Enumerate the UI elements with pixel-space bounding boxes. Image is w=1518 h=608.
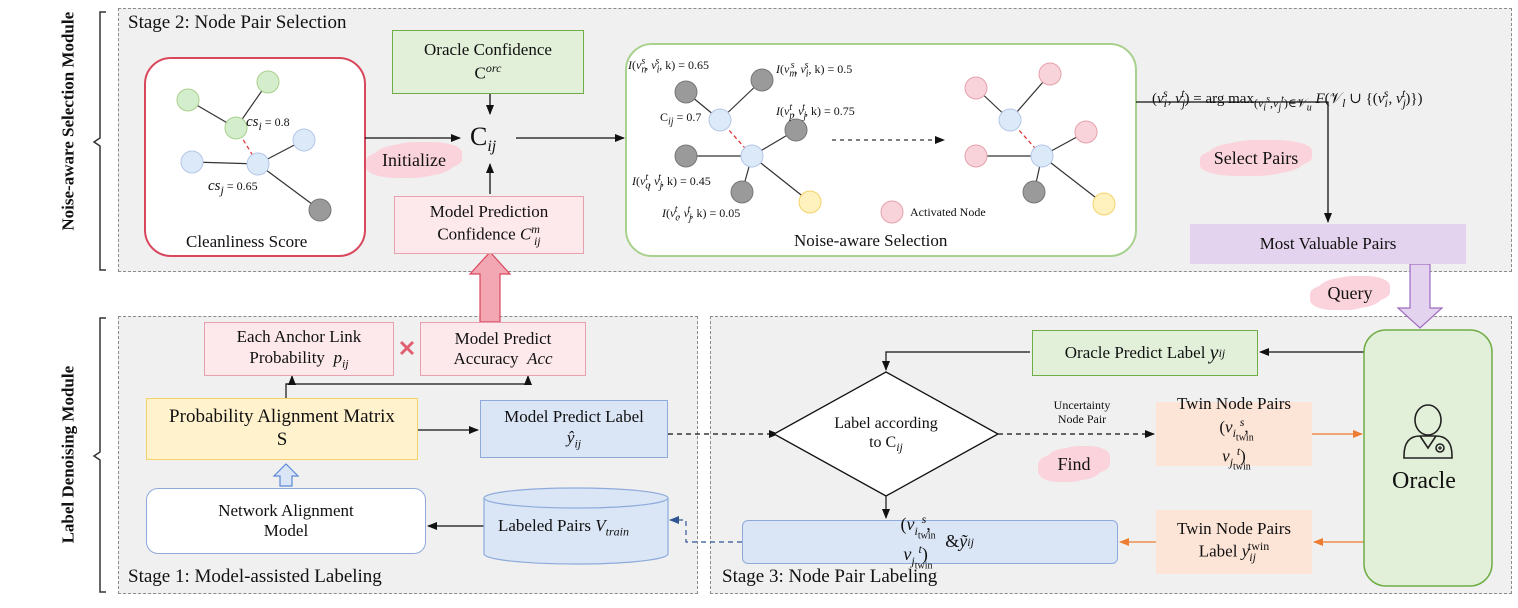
model-predict-accuracy-box: Model Predict Accuracy Acc	[420, 322, 586, 376]
model-prediction-confidence-box: Model Prediction Confidence Cmij	[394, 196, 584, 254]
node-green	[224, 116, 248, 140]
initialize-cloud: Initialize	[374, 144, 454, 176]
most-valuable-pairs-box: Most Valuable Pairs	[1190, 224, 1466, 264]
influence-2: I(vms, vis, k) = 0.5	[776, 60, 853, 80]
cij-symbol: Cij	[470, 122, 497, 156]
twin-node-pairs-box: Twin Node Pairs (vitwins, vjtwint)	[1156, 394, 1312, 473]
model-predict-label-box: Model Predict Label ŷij	[480, 400, 668, 458]
oracle-confidence-box: Oracle Confidence Corc	[392, 30, 584, 94]
network-alignment-model-box: Network Alignment Model	[146, 488, 426, 554]
oracle-confidence-title: Oracle Confidence	[424, 40, 552, 60]
doctor-icon	[1403, 404, 1453, 459]
influence-5: I(vct, vjt, k) = 0.05	[662, 204, 741, 224]
argmax-formula: (vis, vjt) = arg max(vis,vjt)∈𝒱u F(𝒱l ∪ …	[1152, 86, 1423, 114]
activated-node-legend	[880, 200, 904, 224]
query-cloud: Query	[1318, 278, 1382, 308]
noise-aware-box	[625, 43, 1137, 257]
find-cloud: Find	[1046, 448, 1102, 480]
labeled-pairs-cylinder	[483, 487, 669, 565]
labeled-pairs-label: Labeled Pairs Vtrain	[498, 516, 629, 539]
oracle-label: Oracle	[1392, 468, 1456, 494]
stage1-title: Stage 1: Model-assisted Labeling	[128, 566, 382, 587]
activated-node-label: Activated Node	[910, 205, 986, 219]
cs-j-label: csj = 0.65	[208, 178, 258, 197]
node-blue	[180, 150, 204, 174]
node-green	[256, 70, 280, 94]
influence-4: I(vqt, vjt, k) = 0.45	[632, 172, 711, 192]
cs-i-label: csi = 0.8	[246, 114, 290, 133]
oracle-confidence-symbol: Corc	[474, 60, 502, 83]
anchor-link-probability-box: Each Anchor Link Probability pij	[204, 322, 394, 376]
stage2-title: Stage 2: Node Pair Selection	[128, 12, 347, 33]
noise-aware-selection-label: Noise-aware Selection	[794, 231, 948, 250]
uncertainty-label: Uncertainty Node Pair	[1053, 397, 1111, 426]
influence-1: I(vns, vis, k) = 0.65	[628, 56, 710, 76]
small-up-arrow	[272, 463, 300, 487]
node-gray	[308, 198, 332, 222]
big-up-arrow	[468, 251, 512, 323]
decision-text: Label according to Cij	[834, 414, 938, 454]
probability-alignment-matrix-box: Probability Alignment Matrix S	[146, 398, 418, 460]
purple-down-arrow	[1396, 263, 1444, 329]
select-pairs-cloud: Select Pairs	[1208, 142, 1304, 174]
brace-bottom	[92, 317, 106, 593]
cleanliness-label: Cleanliness Score	[186, 232, 308, 251]
brace-top	[92, 11, 106, 271]
stage3-title: Stage 3: Node Pair Labeling	[722, 566, 938, 587]
c-ij-value: Cij = 0.7	[660, 110, 702, 128]
node-green	[176, 88, 200, 112]
twin-node-pairs-label-box: Twin Node Pairs Label yijtwin	[1156, 510, 1312, 574]
multiply-icon	[399, 340, 415, 356]
influence-3: I(vpt, vjt, k) = 0.75	[776, 102, 855, 122]
node-blue	[292, 128, 316, 152]
node-blue	[246, 152, 270, 176]
